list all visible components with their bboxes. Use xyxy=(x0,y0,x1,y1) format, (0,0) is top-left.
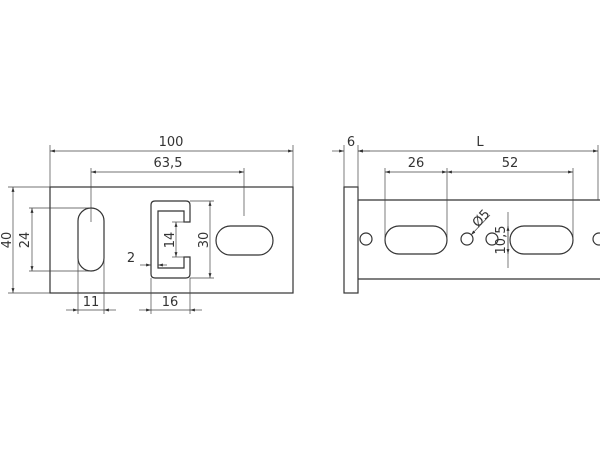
slot-1 xyxy=(384,225,448,255)
dim-channel-width: 16 xyxy=(162,295,179,310)
horizontal-slot xyxy=(215,225,274,256)
c-channel xyxy=(150,200,191,279)
flange xyxy=(343,186,359,294)
dim-slot-length: 24 xyxy=(18,232,33,249)
base-plate xyxy=(49,186,294,294)
side-view: 6 L 26 52 Ø5 10,5 xyxy=(332,135,600,294)
dim-slot-spacing: 52 xyxy=(502,156,519,171)
mounting-hole xyxy=(460,232,474,246)
dim-channel-height: 30 xyxy=(197,232,212,249)
dim-hole-diameter: Ø5 xyxy=(470,207,494,231)
dim-channel-opening: 14 xyxy=(163,232,178,249)
mounting-hole xyxy=(359,232,373,246)
mounting-hole xyxy=(485,232,499,246)
dim-slot-width: 11 xyxy=(83,295,100,310)
slot-2 xyxy=(509,225,574,255)
rail-body xyxy=(358,199,600,280)
dim-flange-thickness: 6 xyxy=(347,135,355,150)
dim-slot-height: 10,5 xyxy=(494,226,509,255)
dim-length: L xyxy=(476,135,484,150)
dim-wall-thickness: 2 xyxy=(127,251,135,266)
front-view: 100 63,5 40 24 11 16 14 xyxy=(0,135,294,314)
dim-height: 40 xyxy=(0,232,15,249)
dim-slot-pitch: 63,5 xyxy=(154,156,183,171)
dim-overall-width: 100 xyxy=(159,135,184,150)
mounting-hole xyxy=(592,232,600,246)
dim-first-slot-offset: 26 xyxy=(408,156,425,171)
